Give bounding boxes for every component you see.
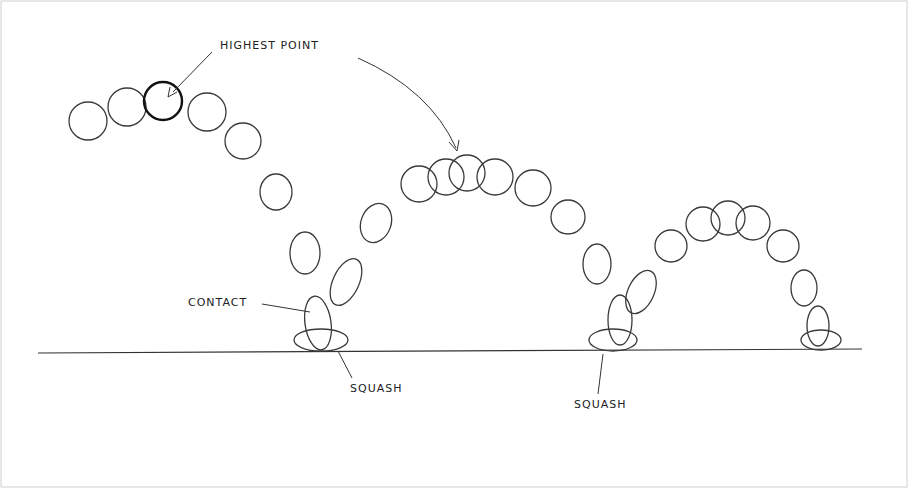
ball-stretch	[290, 232, 320, 274]
annotation-label: SQUASH	[348, 381, 404, 396]
ball-stretch	[324, 254, 369, 310]
ball-squash	[589, 329, 637, 351]
annotation-label: CONTACT	[186, 295, 249, 310]
ball-frames	[69, 82, 841, 352]
ball-contact	[608, 295, 632, 345]
ball	[791, 270, 817, 306]
ball	[767, 230, 799, 262]
ball-contact	[807, 306, 829, 346]
leader-lines	[168, 52, 603, 394]
ball-stretch	[619, 266, 662, 319]
ball-contact	[301, 294, 334, 351]
ball	[225, 123, 261, 159]
ball	[736, 206, 770, 240]
ball-stretch	[583, 244, 611, 284]
ball	[515, 170, 551, 206]
arrow-head	[449, 140, 459, 151]
ball	[188, 93, 226, 131]
ball	[401, 166, 437, 202]
leader-line	[358, 58, 456, 148]
annotation-label: SQUASH	[572, 397, 628, 412]
leader-line	[598, 354, 603, 394]
ball	[477, 159, 513, 195]
ball	[551, 200, 585, 234]
ball	[686, 207, 720, 241]
ball	[69, 102, 107, 140]
leader-line	[173, 52, 212, 92]
ball	[108, 88, 146, 126]
ball-squash	[801, 330, 841, 350]
ball-squash	[294, 329, 348, 351]
ball-highest	[144, 82, 182, 120]
arrow-head	[168, 87, 177, 97]
ground-line	[38, 349, 862, 353]
leader-line	[262, 304, 310, 312]
ball	[260, 174, 292, 210]
ball	[355, 199, 397, 247]
leader-line	[338, 351, 352, 378]
ball	[655, 230, 687, 262]
ball	[711, 201, 745, 235]
callout-label: HIGHEST POINT	[218, 38, 321, 53]
